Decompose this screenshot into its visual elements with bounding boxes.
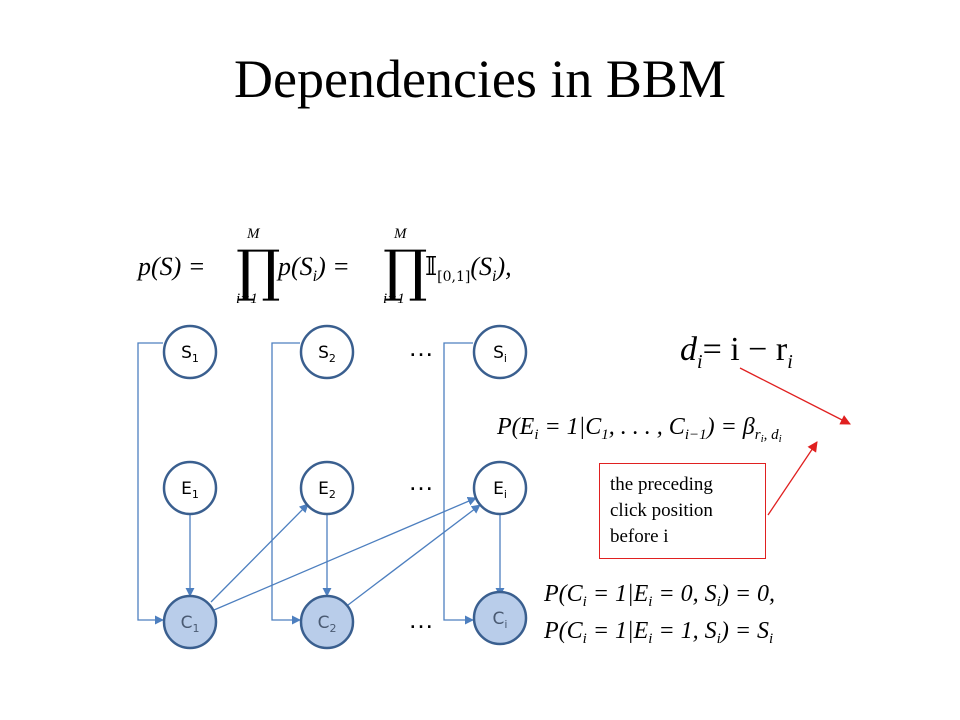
product-lower-2: i=1: [383, 291, 405, 307]
svg-text:E1: E1: [181, 479, 199, 501]
edge-c2-ei: [347, 504, 481, 606]
edge-s1-c1: [137, 342, 164, 625]
note-line-3: before i: [610, 526, 669, 547]
prior-formula: p(S) = ∏ M i=1 p(Si) = ∏ M i=1 𝕀[0,1](Si…: [136, 226, 512, 307]
slide-title: Dependencies in BBM: [234, 49, 726, 109]
product-upper-1: M: [246, 226, 261, 242]
svg-text:S2: S2: [318, 343, 336, 365]
node-c1: C1: [162, 594, 218, 650]
click-formula-unexamined: P(Ci = 1|Ei = 0, Si) = 0,: [543, 581, 775, 610]
product-upper-2: M: [393, 226, 408, 242]
svg-text:𝕀[0,1](Si),: 𝕀[0,1](Si),: [425, 252, 512, 285]
prior-tail: (S: [470, 252, 492, 281]
e-to-c-edges: [185, 515, 505, 597]
edge-c1-e2: [210, 503, 309, 603]
click-formula-examined: P(Ci = 1|Ei = 1, Si) = Si: [543, 618, 773, 647]
node-s1: S1: [162, 324, 218, 380]
arrow-note-to-beta: [767, 441, 818, 516]
product-symbol-1: ∏: [236, 239, 281, 304]
arrow-d-to-beta: [739, 367, 851, 425]
prior-mid-close: ) =: [315, 252, 350, 281]
svg-text:E2: E2: [318, 479, 336, 501]
svg-text:S1: S1: [181, 343, 199, 365]
svg-text:Ei: Ei: [493, 479, 507, 501]
note-line-1: the preceding: [610, 474, 713, 495]
annotation-note: the preceding click position before i: [599, 463, 766, 559]
product-symbol-2: ∏: [383, 239, 428, 304]
node-ci: Ci: [472, 590, 528, 646]
node-e1: E1: [162, 460, 218, 516]
prior-mid-sub: i: [313, 268, 317, 285]
node-ei: Ei: [472, 460, 528, 516]
edge-si-ci: [443, 342, 474, 625]
examination-formula: P(Ei = 1|C1, . . . , Ci−1) = βri, di: [496, 414, 782, 445]
svg-text:P(Ei = 1|C1, . . . , Ci−1) = β: P(Ei = 1|C1, . . . , Ci−1) = βri, di: [496, 414, 782, 445]
svg-text:p(Si) =: p(Si) =: [276, 252, 350, 285]
node-s2: S2: [299, 324, 355, 380]
edge-c1-ei: [213, 497, 477, 611]
click-formulas: P(Ci = 1|Ei = 0, Si) = 0, P(Ci = 1|Ei = …: [543, 581, 775, 647]
prior-mid: p(S: [276, 252, 313, 281]
indicator-symbol: 𝕀: [425, 252, 437, 282]
c-to-e-edges: [210, 497, 481, 611]
ellipsis-s-row: …: [408, 332, 434, 362]
ellipsis-c-row: …: [408, 604, 434, 634]
distance-definition: di= i − ri: [680, 331, 793, 373]
svg-text:Ci: Ci: [493, 609, 508, 631]
product-lower-1: i=1: [236, 291, 258, 307]
node-c2: C2: [299, 594, 355, 650]
edge-s2-c2: [271, 342, 301, 625]
annotation-arrows: [739, 367, 851, 516]
svg-text:C2: C2: [318, 613, 337, 635]
svg-text:p(S) =: p(S) =: [136, 252, 205, 281]
ellipsis-e-row: …: [408, 466, 434, 496]
prior-tail-close: ),: [495, 252, 512, 281]
svg-text:di= i − ri: di= i − ri: [680, 331, 793, 373]
prior-tail-sub: i: [492, 268, 496, 285]
s-to-c-edges: [137, 342, 474, 625]
note-line-2: click position: [610, 500, 713, 521]
node-si: Si: [472, 324, 528, 380]
node-e2: E2: [299, 460, 355, 516]
svg-text:Si: Si: [493, 343, 507, 365]
indicator-sub: [0,1]: [437, 269, 470, 285]
svg-text:C1: C1: [181, 613, 200, 635]
prior-lhs: p(S) =: [136, 252, 205, 281]
